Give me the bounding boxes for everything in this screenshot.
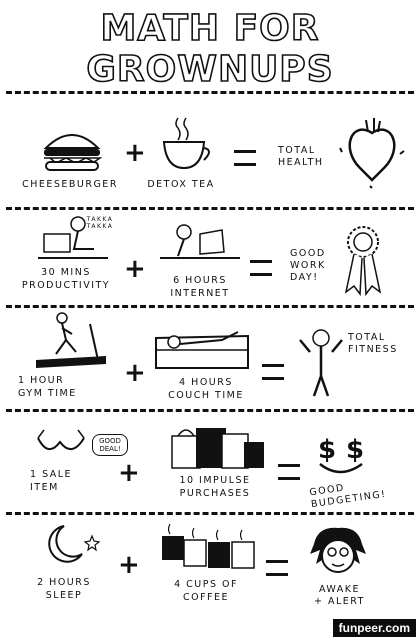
row-divider [6,91,414,94]
row4-result-label: GOOD BUDGETING! [308,482,388,511]
row3-equals-sign [262,364,284,380]
row1-equals-sign [234,150,256,166]
muscle-man-icon [299,329,343,397]
award-ribbon-icon [344,226,382,297]
row5-item-a-label: 2 HOURS SLEEP [37,577,91,601]
heart-icon [339,118,405,189]
row-divider [6,512,414,515]
comic-title: MATH FOR GROWNUPS [86,7,334,91]
shopping-bags-icon [171,428,264,469]
row3-plus-sign: + [124,358,146,388]
watermark: funpeer.com [332,619,416,637]
row3-item-b-label: 4 HOURS COUCH TIME [168,377,244,401]
row4-item-a-label: 1 SALE ITEM [30,469,73,493]
row2-equals-sign [250,260,272,276]
couch-person-icon [155,331,249,369]
row2-result-label: GOOD WORK DAY! [290,248,326,283]
wide-eyed-face-icon [310,527,366,573]
row3-result-label: TOTAL FITNESS [348,332,398,355]
row5-plus-sign: + [118,550,140,580]
row1-result-label: TOTAL HEALTH [278,145,324,168]
row-divider [6,409,414,412]
row4-item-b-label: 10 IMPULSE PURCHASES [179,475,251,499]
row2-sound-effect: TAKKA TAKKA [86,216,114,230]
svg-text:$: $ [318,435,336,465]
bra-icon [37,429,85,450]
cheeseburger-icon [43,134,103,171]
moon-and-star-icon [48,525,101,563]
treadmill-runner-icon [36,312,106,368]
row1-plus-sign: + [124,138,146,168]
detox-tea-cup-icon [162,117,210,170]
row-divider [6,305,414,308]
row-divider [6,207,414,210]
good-deal-speech-bubble: GOOD DEAL! [92,434,128,456]
row2-plus-sign: + [124,254,146,284]
row4-plus-sign: + [118,458,140,488]
dollar-smile-face-icon: $ $ [318,435,364,474]
row2-item-a-label: 30 MINS PRODUCTIVITY [21,267,111,291]
svg-text:$: $ [346,435,364,465]
row1-item-a-label: CHEESEBURGER [22,179,118,190]
row3-item-a-label: 1 HOUR GYM TIME [18,375,77,399]
row2-item-b-label: 6 HOURS INTERNET [170,275,230,299]
row5-item-b-label: 4 CUPS OF COFFEE [174,579,238,603]
internet-laptop-person-icon [160,224,240,259]
row1-item-b-label: DETOX TEA [147,179,215,190]
row5-equals-sign [266,560,288,576]
typing-person-icon [38,216,108,259]
row4-equals-sign [278,464,300,480]
row5-result-label: AWAKE + ALERT [314,584,365,607]
coffee-cups-icon [162,523,255,569]
